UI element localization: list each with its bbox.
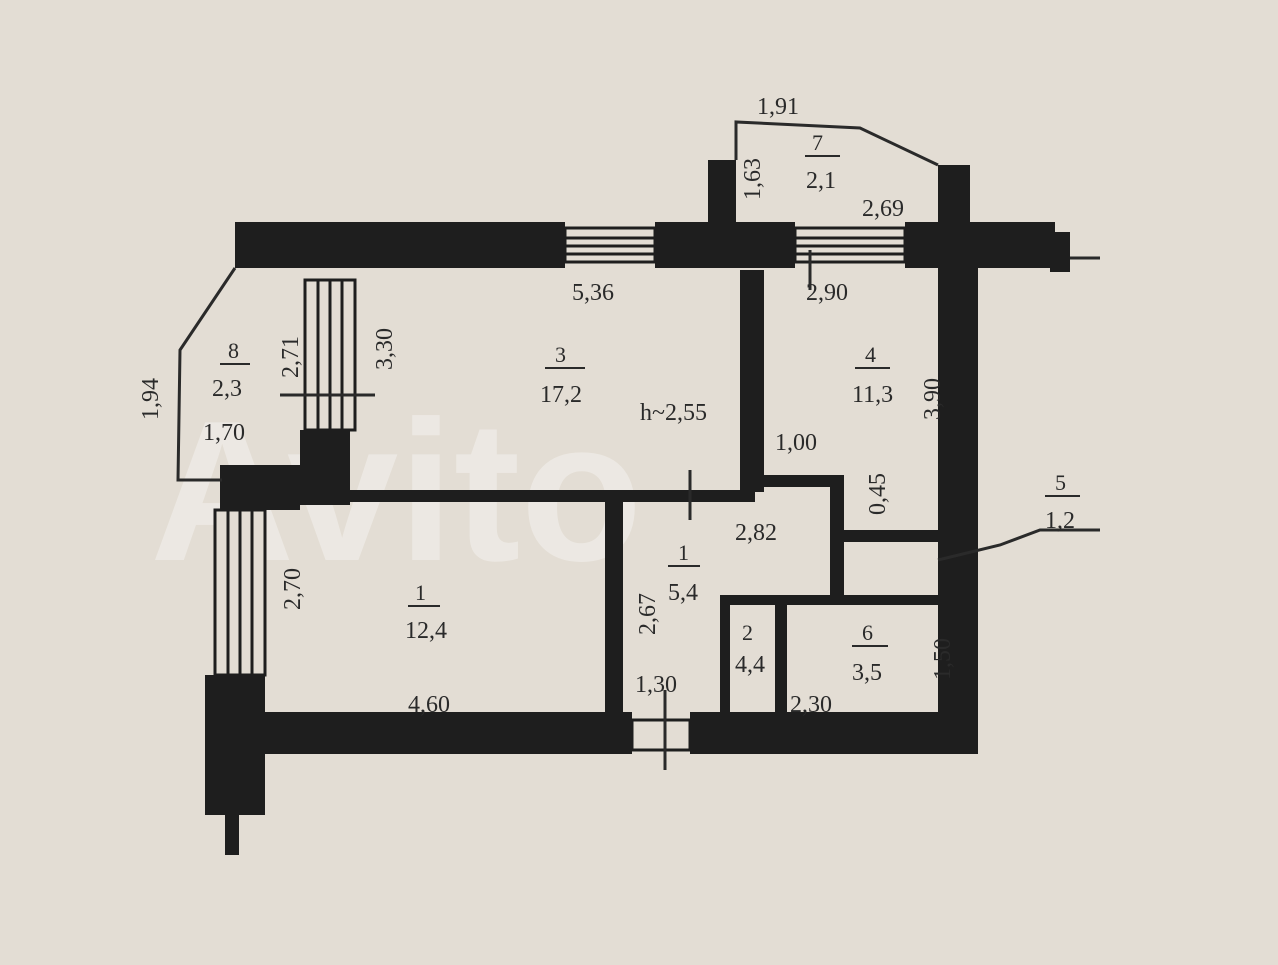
balcony-top-outline (734, 120, 939, 167)
room-4-number: 4 (865, 342, 876, 367)
room-8-number: 8 (228, 338, 239, 363)
wall-bath-left (720, 595, 730, 713)
windows (213, 226, 907, 752)
wall-balcony-top-post (708, 160, 736, 268)
door-entrance (630, 718, 692, 752)
room-6-area: 3,5 (852, 660, 882, 686)
room-1: 1 12,4 (405, 580, 447, 644)
wall-room4-bottom (840, 530, 940, 542)
wall-right (938, 268, 978, 753)
outlines (176, 120, 1100, 770)
room-8: 8 2,3 (212, 338, 250, 402)
dim-room3-top: 5,36 (572, 280, 614, 306)
room-hall-area: 5,4 (668, 580, 698, 606)
wall-stub-bottom (225, 810, 239, 855)
dim-room3-left-inner: 2,71 (278, 336, 304, 378)
room-4: 4 11,3 (852, 342, 893, 408)
wall-bottom-left (262, 712, 632, 754)
dim-room1-bottom: 4,60 (408, 692, 450, 718)
room-5-number: 5 (1055, 470, 1066, 495)
room-4-area: 11,3 (852, 382, 893, 408)
room-3-number: 3 (555, 342, 566, 367)
wall-room3-bottom (350, 490, 755, 502)
dim-left-balcony-height: 1,94 (138, 378, 164, 420)
dim-room6-right: 1,50 (930, 638, 956, 680)
dim-corridor-notch: 0,45 (865, 473, 891, 515)
wall-left-top (220, 465, 300, 510)
dim-left-balcony-width: 1,70 (203, 420, 245, 446)
room-5-area: 1,2 (1045, 508, 1075, 534)
leader-room5 (937, 528, 1100, 562)
wall-right-upper (938, 165, 970, 275)
wall-hall-right (830, 475, 844, 603)
wall-left-column (300, 430, 350, 505)
wall-stub-right (1050, 232, 1070, 272)
wall-room3-room4 (740, 270, 764, 492)
dim-top-balcony-right: 2,69 (862, 196, 904, 222)
room-6-number: 6 (862, 620, 873, 645)
room-7-number: 7 (812, 130, 823, 155)
wall-bottom-right (690, 712, 978, 754)
wall-left-bottom (205, 675, 265, 815)
room-2: 2 4,4 (735, 620, 765, 678)
dim-room3-left: 3,30 (372, 328, 398, 370)
room-2-number: 2 (742, 620, 753, 645)
dim-hall-bottom: 1,30 (635, 672, 677, 698)
dim-hall-left: 2,67 (635, 593, 661, 635)
wall-corridor-top (760, 475, 835, 487)
room-2-area: 4,4 (735, 652, 765, 678)
dim-room6-bottom: 2,30 (790, 692, 832, 718)
dim-room4-top: 2,90 (806, 280, 848, 306)
wall-bath-right (775, 595, 787, 713)
wall-top-right (905, 222, 1055, 268)
walls (205, 160, 1070, 855)
dim-top-balcony-depth: 1,63 (740, 158, 766, 200)
room-3-area: 17,2 (540, 382, 582, 408)
balcony-left-outline (176, 267, 237, 482)
room-hall: 1 5,4 (668, 540, 700, 606)
room-7-area: 2,1 (806, 168, 836, 194)
dim-room4-right: 3,90 (920, 378, 946, 420)
wall-room1-hall (605, 500, 623, 715)
dim-top-balcony-width: 1,91 (757, 94, 799, 120)
dim-room1-left: 2,70 (280, 568, 306, 610)
dim-hall-length: 2,82 (735, 520, 777, 546)
room-6: 6 3,5 (852, 620, 888, 686)
room-5: 5 1,2 (1045, 470, 1080, 534)
wall-top-left (235, 222, 565, 268)
dim-ceiling: h~2,55 (640, 400, 707, 426)
room-labels: 1 12,4 3 17,2 4 11,3 1 5,4 2 4,4 6 3,5 (212, 130, 1080, 686)
room-1-area: 12,4 (405, 618, 447, 644)
room-7: 7 2,1 (805, 130, 840, 194)
dim-corridor-width: 1,00 (775, 430, 817, 456)
room-hall-number: 1 (678, 540, 689, 565)
room-3: 3 17,2 (540, 342, 585, 408)
room-1-number: 1 (415, 580, 426, 605)
dimensions: 1,91 1,63 2,69 5,36 3,30 2,71 1,94 1,70 … (138, 94, 956, 718)
room-8-area: 2,3 (212, 376, 242, 402)
